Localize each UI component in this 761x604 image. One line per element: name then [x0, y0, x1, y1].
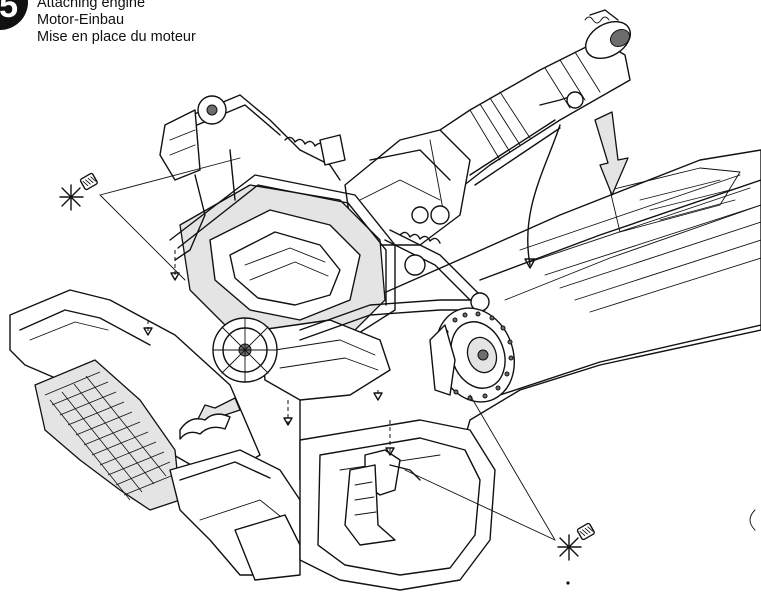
placement-guides: [143, 124, 561, 456]
engine-mount: [344, 449, 421, 546]
direction-arrow: [594, 111, 629, 196]
reference-dot: [566, 581, 570, 585]
caption-english: Attaching engine: [37, 0, 146, 11]
caption-french: Mise en place du moteur: [37, 29, 196, 45]
bolt-icon: [59, 172, 98, 211]
bolt-icon: [557, 522, 595, 561]
brake-disc: [429, 307, 516, 403]
radiator-fan: [212, 317, 278, 383]
step-caption-block: Attaching engine Motor-Einbau Mise en pl…: [37, 0, 196, 46]
left-suspension: [159, 94, 346, 261]
engine-block: [169, 174, 396, 401]
right-suspension: [299, 91, 584, 341]
leader-lines: [99, 157, 556, 541]
step-number-badge: 5: [0, 0, 28, 30]
edge-mark: [749, 509, 756, 531]
radiator-grille: [34, 359, 181, 511]
caption-german: Motor-Einbau: [37, 12, 125, 28]
direction-arrow: [179, 397, 241, 440]
step-number: 5: [0, 0, 18, 25]
